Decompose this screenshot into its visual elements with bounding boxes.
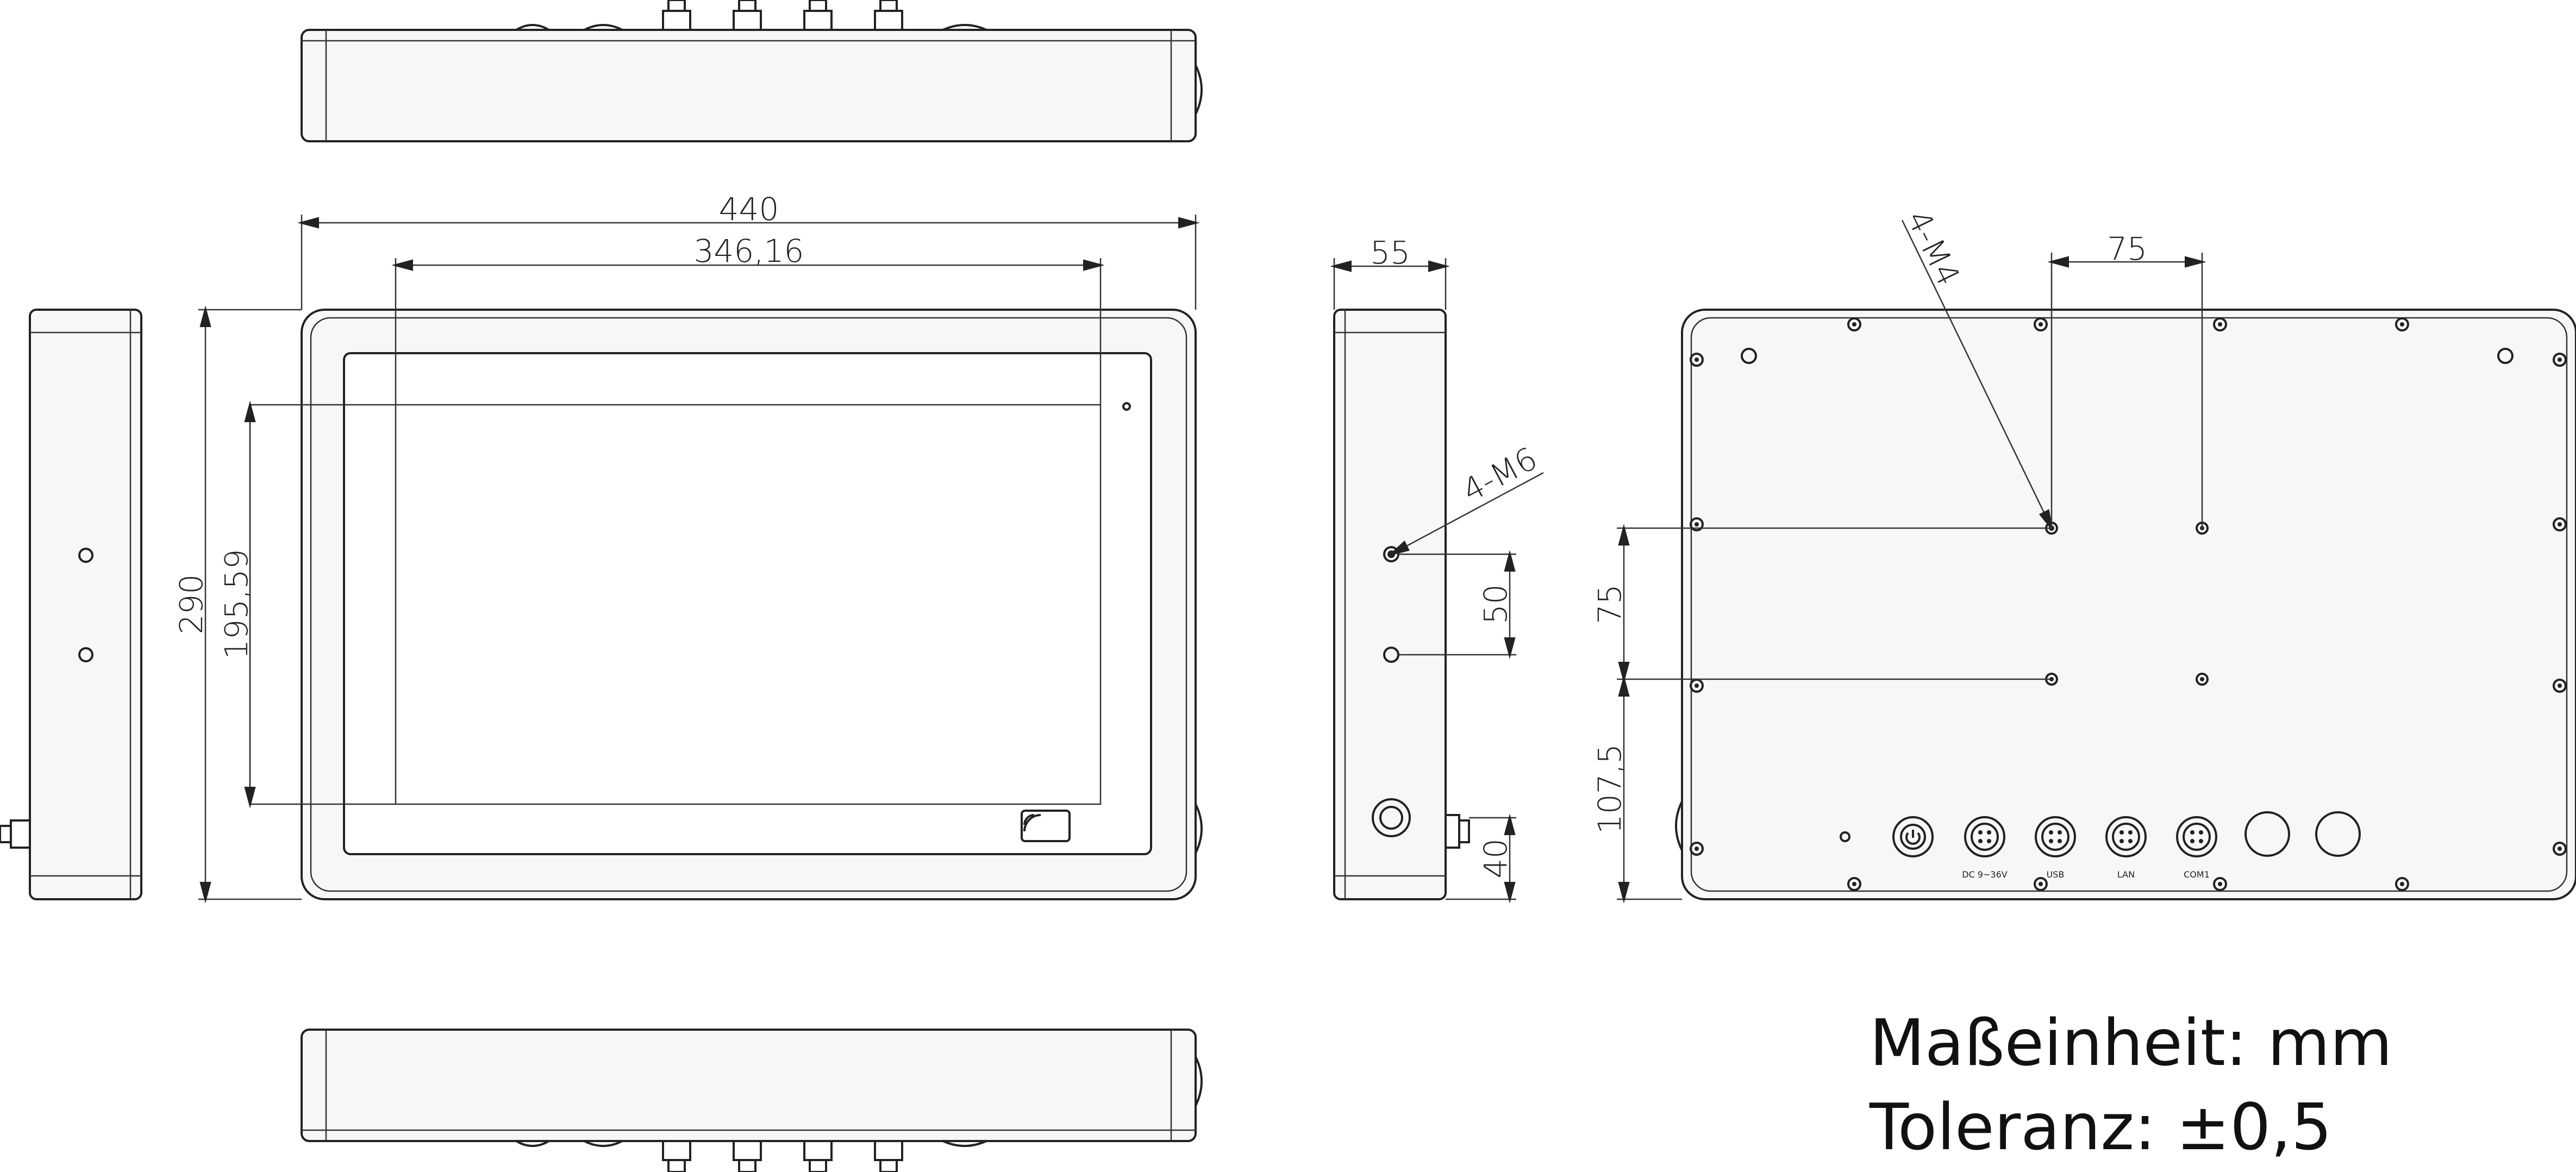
tolerance-note: Toleranz: ±0,5 bbox=[1870, 1089, 2332, 1164]
right-side-view bbox=[1333, 309, 1470, 900]
port-label-dc: DC 9~36V bbox=[1962, 869, 2008, 880]
unit-note: Maßeinheit: mm bbox=[1870, 1005, 2393, 1080]
dim-front-width: 440 bbox=[719, 191, 779, 228]
top-view bbox=[301, 0, 1203, 142]
rear-power-button bbox=[1892, 816, 1934, 857]
rear-port-dc bbox=[1964, 816, 2005, 857]
rear-thread-callout: 4-M4 bbox=[1899, 204, 1967, 291]
bottom-view bbox=[301, 1029, 1203, 1172]
right-side-connector bbox=[1445, 814, 1470, 849]
nfc-icon bbox=[1021, 810, 1071, 842]
rear-port-usb bbox=[2035, 816, 2076, 857]
left-side-connector bbox=[0, 819, 31, 849]
left-side-view bbox=[0, 309, 142, 900]
rear-perimeter-screws bbox=[1690, 317, 2567, 891]
dim-screen-height: 195,59 bbox=[218, 549, 255, 660]
rear-blank-port-1 bbox=[2244, 811, 2290, 857]
rear-blank-port-2 bbox=[2315, 811, 2361, 857]
dim-front-height: 290 bbox=[173, 574, 210, 635]
port-label-usb: USB bbox=[2047, 869, 2065, 880]
front-dimensions: 440 346,16 290 195,59 bbox=[173, 191, 1200, 904]
side-power-button bbox=[1372, 798, 1411, 837]
dim-rear-hole-spacing-h: 75 bbox=[2107, 230, 2147, 267]
dim-rear-hole-spacing-v: 75 bbox=[1591, 584, 1628, 624]
dim-side-depth: 55 bbox=[1370, 234, 1410, 271]
rear-port-lan bbox=[2105, 816, 2147, 857]
dim-side-connector-height: 40 bbox=[1477, 838, 1514, 879]
rear-port-com bbox=[2176, 816, 2217, 857]
top-connectors bbox=[662, 0, 903, 31]
dim-rear-hole-offset-bottom: 107,5 bbox=[1591, 744, 1628, 834]
side-thread-callout: 4-M6 bbox=[1456, 440, 1543, 509]
port-label-com: COM1 bbox=[2184, 869, 2210, 880]
dim-screen-width: 346,16 bbox=[694, 233, 804, 270]
bottom-connectors bbox=[662, 1140, 903, 1172]
port-label-lan: LAN bbox=[2117, 869, 2135, 880]
dim-side-hole-spacing: 50 bbox=[1477, 584, 1514, 624]
front-view bbox=[249, 309, 1203, 900]
rear-view: DC 9~36V USB LAN COM1 bbox=[1675, 309, 2576, 900]
